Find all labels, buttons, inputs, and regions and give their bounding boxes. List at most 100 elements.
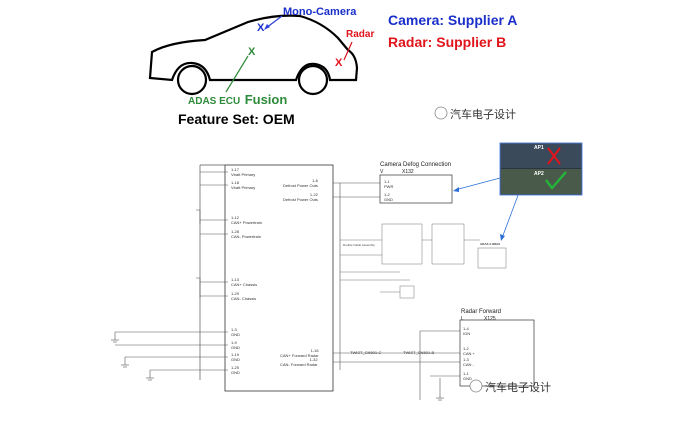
pin-name: GND (231, 370, 240, 375)
pin-name: CAN+ Forward Radar (280, 353, 319, 358)
ap1-label: AP1 (534, 145, 544, 151)
adas-box (477, 247, 507, 269)
pin-num: 1-19 (231, 352, 240, 357)
pin-num: 1-2 (463, 346, 469, 351)
watermark-icon (434, 106, 448, 120)
fusion-text: Fusion (244, 92, 288, 107)
pin-num: 1-16 (310, 348, 319, 353)
pin-name: CAN + (463, 351, 475, 356)
ecu-box (224, 164, 334, 392)
pin-num: 1-22 (309, 192, 318, 197)
fusion-marker: X (248, 46, 256, 58)
pin-num: 1-17 (231, 167, 240, 172)
adas-image-arrowhead (500, 234, 505, 241)
pin-name: CAN+ Chassis (231, 282, 258, 287)
pin-num: 1-1 (463, 371, 469, 376)
pin-name: CAN - (463, 362, 474, 367)
left-pin-stubs (115, 171, 228, 371)
radar-connector-l: L (461, 316, 464, 322)
watermark-text-2: 汽车电子设计 (485, 382, 551, 394)
pin-name: GND (231, 345, 240, 350)
camera-connector-title: Camera Defog Connection (380, 162, 452, 168)
pin-num: 1-6 (312, 178, 318, 183)
pin-num: 1-9 (231, 340, 237, 345)
pin-name: GND (231, 357, 240, 362)
pin-num: 1-13 (231, 277, 240, 282)
camera-image-ap2 (501, 169, 581, 194)
pin-name: CAN- Chassis (231, 296, 257, 301)
radar-marker: X (335, 57, 343, 69)
mid-components (340, 223, 480, 299)
green-check-icon (545, 171, 567, 190)
red-x-icon (547, 147, 561, 165)
camera-image-arrow (454, 177, 501, 191)
feature-set-label: Feature Set: OEM (178, 111, 295, 127)
pin-num: 1-4 (463, 326, 469, 331)
pin-name: Defrost Power Outs (283, 183, 318, 188)
camera-connector-x: X132 (402, 169, 414, 175)
pin-num: 1-28 (231, 229, 240, 234)
pin-name: CAN- Powertrain (231, 234, 262, 239)
radar-label: Radar (346, 29, 375, 40)
radar-connector-box (459, 319, 535, 387)
pin-name: Vbatt Primary (231, 172, 256, 177)
mono-camera-arrowhead (264, 24, 270, 30)
camera-connector-box (379, 174, 453, 204)
adas-ecu-label: ADAS ECU Fusion (188, 91, 287, 109)
ap2-label: AP2 (534, 171, 544, 177)
car-front-wheel (176, 64, 208, 96)
pin-name: CAN- Forward Radar (280, 362, 318, 367)
pin-name: IGN (463, 331, 471, 336)
camera-connector-v: V (380, 169, 384, 175)
ground-symbols (111, 332, 154, 381)
radar-supplier-label: Radar: Supplier B (388, 34, 507, 50)
adas-image-arrow (501, 189, 521, 239)
pin-name: GND (463, 376, 472, 381)
twist-label-1: TWIST_CN501-C (350, 350, 382, 355)
pin-name: Vbatt Primary (231, 185, 256, 190)
radar-wires (333, 330, 460, 401)
pin-num: 1-29 (231, 291, 240, 296)
radar-connector-x: X125 (484, 316, 496, 322)
mono-camera-label: Mono-Camera (283, 6, 357, 18)
pin-name: CAN+ Powertrain (231, 220, 263, 225)
pin-num: 1-12 (231, 215, 240, 220)
camera-image-arrowhead (453, 187, 459, 192)
camera-marker: X (257, 22, 265, 34)
pin-name: Defrost Power Outs (283, 197, 318, 202)
adas-box-label: ADAS 2.0MAX (480, 242, 501, 246)
camera-image-ap1 (501, 144, 581, 168)
pin-num: 1-18 (231, 180, 240, 185)
defog-label: Double Cable Assembly (343, 243, 375, 247)
adas-ecu-text: ADAS ECU (188, 96, 241, 107)
watermark-text: 汽车电子设计 (450, 109, 516, 121)
camera-wires (333, 182, 380, 370)
pin-name: GND (384, 197, 393, 202)
bus-brackets (196, 209, 201, 298)
pin-num: 1-25 (231, 365, 240, 370)
pin-num: 1-32 (309, 357, 318, 362)
pin-num: 1-3 (231, 327, 237, 332)
radar-connector-title: Radar Forward (461, 309, 502, 315)
camera-supplier-label: Camera: Supplier A (388, 12, 518, 28)
radar-arrow (343, 41, 353, 61)
pin-num: 1-1 (384, 179, 390, 184)
